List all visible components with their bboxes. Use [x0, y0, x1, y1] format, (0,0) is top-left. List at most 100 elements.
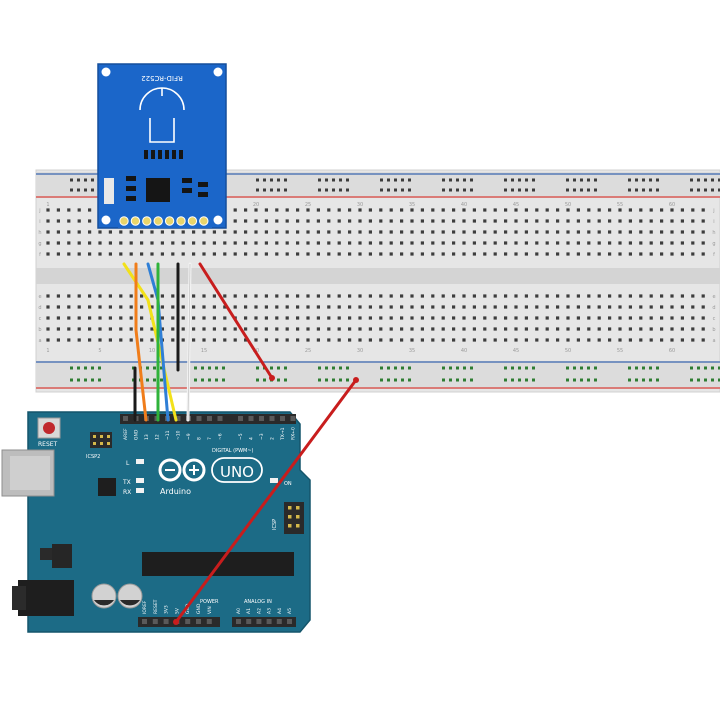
rail-hole: [518, 188, 521, 192]
analog-pin[interactable]: [276, 619, 282, 624]
breadboard-hole: [389, 316, 393, 320]
power-pin[interactable]: [142, 619, 147, 624]
icsp-pin[interactable]: [296, 506, 300, 510]
digital-pin[interactable]: [123, 416, 128, 421]
breadboard-hole: [171, 327, 175, 331]
rail-hole: [339, 188, 342, 192]
analog-pin-label: A4: [277, 608, 283, 614]
icsp2-pin[interactable]: [93, 442, 96, 445]
digital-pin[interactable]: [269, 416, 275, 421]
icsp2-pin[interactable]: [107, 435, 110, 438]
led-tx-label: TX: [122, 479, 131, 486]
digital-pin[interactable]: [207, 416, 212, 421]
breadboard-hole: [701, 252, 705, 256]
breadboard-hole: [77, 230, 81, 234]
breadboard-hole: [493, 327, 497, 331]
rfid-crystal: [104, 178, 114, 204]
breadboard-hole: [701, 230, 705, 234]
breadboard-hole: [524, 327, 528, 331]
breadboard-hole: [462, 338, 466, 342]
analog-pin[interactable]: [266, 619, 272, 624]
breadboard-hole: [306, 305, 310, 309]
breadboard-hole: [77, 305, 81, 309]
icsp-pin[interactable]: [296, 515, 300, 519]
digital-pin[interactable]: [248, 416, 254, 421]
analog-header: [232, 617, 296, 627]
icsp2-pin[interactable]: [107, 442, 110, 445]
breadboard-hole: [639, 219, 643, 223]
rail-hole: [587, 378, 590, 382]
digital-pin-label: 4: [249, 437, 255, 440]
breadboard-hole: [628, 241, 632, 245]
breadboard-hole: [379, 294, 383, 298]
breadboard-hole: [233, 338, 237, 342]
breadboard-hole: [462, 230, 466, 234]
digital-pin[interactable]: [175, 416, 181, 421]
rfid-pin[interactable]: [199, 216, 209, 226]
rail-hole: [518, 378, 521, 382]
breadboard-hole: [212, 327, 216, 331]
breadboard-hole: [524, 338, 528, 342]
breadboard-hole: [670, 305, 674, 309]
rail-hole: [573, 366, 576, 370]
column-number: 60: [669, 348, 675, 354]
analog-pin[interactable]: [287, 619, 292, 624]
breadboard-hole: [327, 316, 331, 320]
rfid-pin[interactable]: [119, 216, 129, 226]
rail-hole: [70, 366, 73, 370]
breadboard-hole: [504, 241, 508, 245]
rfid-pin[interactable]: [142, 216, 152, 226]
breadboard-hole: [56, 241, 60, 245]
power-pin[interactable]: [152, 619, 158, 624]
rfid-pin[interactable]: [153, 216, 163, 226]
icsp2-pin[interactable]: [93, 435, 96, 438]
power-pin[interactable]: [185, 619, 191, 624]
digital-pin[interactable]: [280, 416, 285, 421]
rail-hole: [277, 178, 280, 182]
rail-hole: [635, 178, 638, 182]
rfid-pin[interactable]: [176, 216, 186, 226]
wire-end-points: [173, 375, 359, 625]
breadboard-hole: [77, 208, 81, 212]
breadboard-hole: [556, 338, 560, 342]
rfid-pin[interactable]: [187, 216, 198, 226]
analog-pin[interactable]: [256, 619, 262, 624]
breadboard-hole: [680, 305, 684, 309]
icsp2-pin[interactable]: [100, 442, 103, 445]
digital-pin-label: ~9: [186, 433, 192, 440]
icsp2-pin[interactable]: [100, 435, 103, 438]
rfid-pin[interactable]: [164, 216, 175, 226]
icsp-pin[interactable]: [288, 515, 292, 519]
digital-pin[interactable]: [290, 416, 296, 421]
analog-pin-label: A2: [256, 608, 262, 614]
breadboard-hole: [264, 241, 268, 245]
digital-pin[interactable]: [196, 416, 202, 421]
rail-hole: [532, 378, 535, 382]
digital-pin[interactable]: [238, 416, 243, 421]
analog-pin[interactable]: [246, 619, 252, 624]
rfid-pin[interactable]: [130, 216, 141, 226]
power-pin[interactable]: [163, 619, 169, 624]
breadboard-hole: [680, 219, 684, 223]
digital-pin[interactable]: [259, 416, 264, 421]
breadboard-hole: [420, 294, 424, 298]
breadboard-hole: [379, 241, 383, 245]
breadboard-hole: [98, 241, 102, 245]
reset-button-cap[interactable]: [43, 422, 55, 434]
analog-pin[interactable]: [236, 619, 241, 624]
breadboard-hole: [493, 208, 497, 212]
breadboard-hole: [150, 241, 154, 245]
breadboard-hole: [379, 305, 383, 309]
digital-pin[interactable]: [217, 416, 223, 421]
rail-hole: [284, 188, 287, 192]
breadboard-hole: [108, 252, 112, 256]
icsp-pin[interactable]: [288, 524, 292, 528]
power-pin[interactable]: [196, 619, 201, 624]
power-pin[interactable]: [206, 619, 212, 624]
icsp-pin[interactable]: [288, 506, 292, 510]
icsp-pin[interactable]: [296, 524, 300, 528]
breadboard-hole: [327, 327, 331, 331]
breadboard-hole: [389, 327, 393, 331]
breadboard-hole: [566, 316, 570, 320]
